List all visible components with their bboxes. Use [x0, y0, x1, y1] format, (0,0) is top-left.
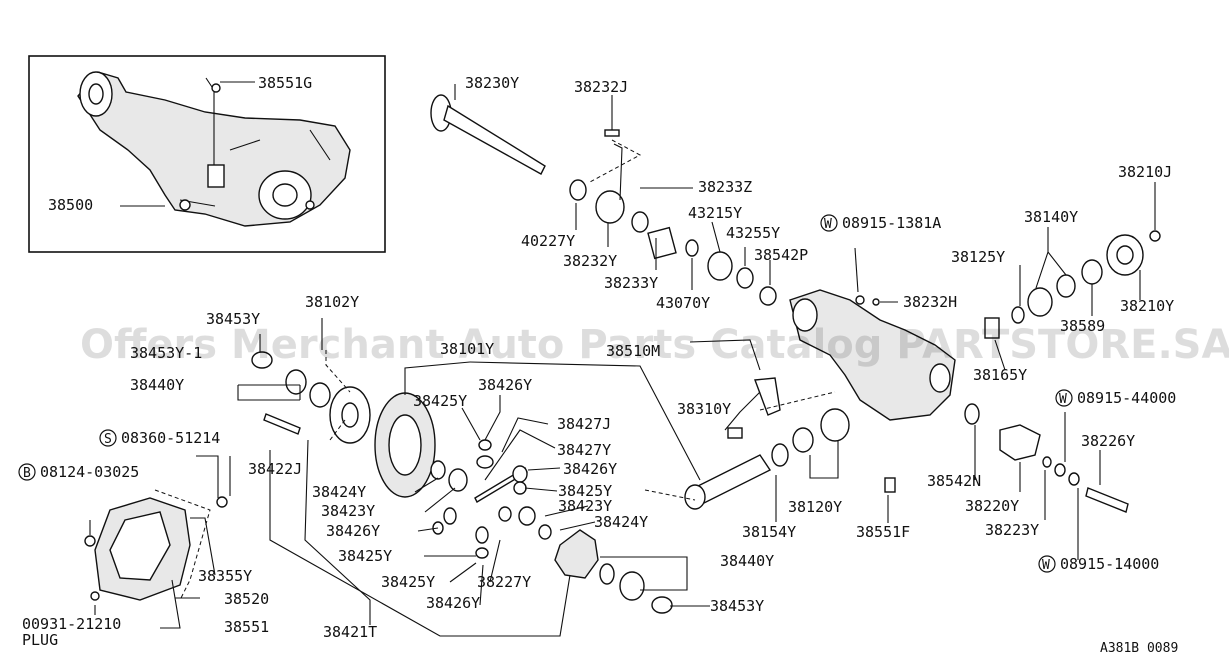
label-08360-51214: 08360-51214 [121, 429, 220, 447]
pinion-gears-drawing [430, 439, 552, 559]
label-38453Y-top: 38453Y [206, 310, 260, 328]
label-38427J: 38427J [557, 415, 611, 433]
label-38426Y-b: 38426Y [563, 460, 617, 478]
label-38542N: 38542N [927, 472, 981, 490]
label-38220Y: 38220Y [965, 497, 1019, 515]
label-38510M: 38510M [606, 342, 660, 360]
diff-case-drawing [554, 529, 673, 614]
label-38453Y-bottom: 38453Y [710, 597, 764, 615]
ring-gear-drawing [251, 351, 436, 498]
label-38423Y-b: 38423Y [558, 497, 612, 515]
label-38425Y-d: 38425Y [381, 573, 435, 591]
label-40227Y: 40227Y [521, 232, 575, 250]
label-38427Y: 38427Y [557, 441, 611, 459]
label-38226Y: 38226Y [1081, 432, 1135, 450]
label-43215Y: 43215Y [688, 204, 742, 222]
diagram-code: A381B 0089 [1100, 641, 1178, 656]
label-08915-14000: 08915-14000 [1060, 555, 1159, 573]
label-38425Y-b: 38425Y [558, 482, 612, 500]
label-38101Y: 38101Y [440, 340, 494, 358]
part-labels: 38551G 38500 38230Y 38232J 38233Z 40227Y… [18, 74, 1178, 656]
label-38422J: 38422J [248, 460, 302, 478]
label-38421T: 38421T [323, 623, 377, 641]
badge-letter-w2: W [1059, 392, 1067, 407]
label-38310Y: 38310Y [677, 400, 731, 418]
axle-shaft-drawing [430, 94, 546, 175]
label-38423Y-a: 38423Y [321, 502, 375, 520]
label-38102Y: 38102Y [305, 293, 359, 311]
badge-letter-b: B [23, 466, 31, 481]
label-38440Y-left: 38440Y [130, 376, 184, 394]
label-08915-44000: 08915-44000 [1077, 389, 1176, 407]
label-38223Y: 38223Y [985, 521, 1039, 539]
label-38551G: 38551G [258, 74, 312, 92]
label-38426Y-c: 38426Y [326, 522, 380, 540]
label-38426Y-d: 38426Y [426, 594, 480, 612]
label-38425Y-a: 38425Y [413, 392, 467, 410]
label-38232Y: 38232Y [563, 252, 617, 270]
label-38425Y-c: 38425Y [338, 547, 392, 565]
label-38230Y: 38230Y [465, 74, 519, 92]
label-38426Y-a: 38426Y [478, 376, 532, 394]
upper-bearing-parts [569, 129, 777, 306]
label-38424Y-b: 38424Y [594, 513, 648, 531]
bolt-badge-08124 [18, 463, 36, 481]
label-38500: 38500 [48, 196, 93, 214]
label-38154Y: 38154Y [742, 523, 796, 541]
label-38233Z: 38233Z [698, 178, 752, 196]
label-38140Y: 38140Y [1024, 208, 1078, 226]
label-38355Y: 38355Y [198, 567, 252, 585]
label-38125Y: 38125Y [951, 248, 1005, 266]
label-38551F: 38551F [856, 523, 910, 541]
badge-letter-w3: W [1042, 558, 1050, 573]
label-38542P: 38542P [754, 246, 808, 264]
label-38440Y-right: 38440Y [720, 552, 774, 570]
label-08124-03025: 08124-03025 [40, 463, 139, 481]
label-38551: 38551 [224, 618, 269, 636]
differential-assembly-drawing [77, 71, 351, 227]
label-38210J: 38210J [1118, 163, 1172, 181]
label-38232H: 38232H [903, 293, 957, 311]
label-38424Y-a: 38424Y [312, 483, 366, 501]
washer-badge-14000 [1038, 555, 1056, 573]
label-38210Y: 38210Y [1120, 297, 1174, 315]
label-38120Y: 38120Y [788, 498, 842, 516]
label-38165Y: 38165Y [973, 366, 1027, 384]
carrier-housing-drawing [789, 289, 1000, 421]
drive-pinion-drawing [684, 377, 1129, 513]
rear-cover-drawing [84, 489, 228, 601]
label-43255Y: 43255Y [726, 224, 780, 242]
badge-letter-w1: W [824, 217, 832, 232]
assembly-inset-frame [28, 55, 386, 253]
label-00931-21210: 00931-21210 [22, 615, 121, 633]
washer-badge-1381A [820, 214, 838, 232]
label-08915-1381A: 08915-1381A [842, 214, 941, 232]
label-plug: PLUG [22, 631, 58, 649]
screw-badge-08360 [99, 429, 117, 447]
label-38233Y: 38233Y [604, 274, 658, 292]
badge-letter-s: S [104, 432, 112, 447]
label-38232J: 38232J [574, 78, 628, 96]
watermark: Offers Merchant Auto Parts Catalog PARTS… [80, 322, 1229, 368]
washer-badge-44000 [1055, 389, 1073, 407]
label-38227Y: 38227Y [477, 573, 531, 591]
label-38520: 38520 [224, 590, 269, 608]
leader-lines [89, 81, 1156, 637]
label-38589: 38589 [1060, 317, 1105, 335]
label-43070Y: 43070Y [656, 294, 710, 312]
label-38453Y-partial: 38453Y-1 [130, 344, 202, 362]
